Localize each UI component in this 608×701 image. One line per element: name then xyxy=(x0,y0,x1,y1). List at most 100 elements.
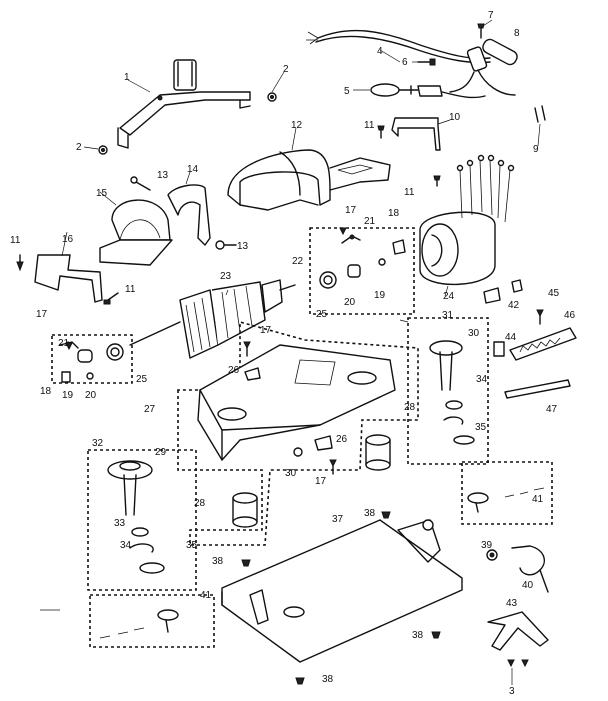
label: 21 xyxy=(364,216,376,227)
part-40-spring-lever xyxy=(511,545,549,593)
part-39-nut xyxy=(486,549,498,561)
label: 10 xyxy=(449,112,461,123)
label: 15 xyxy=(96,188,108,199)
part-41-box-left xyxy=(89,594,215,648)
label: 18 xyxy=(388,208,400,219)
label: 28 xyxy=(404,402,416,413)
part-13-screw-b xyxy=(215,240,237,250)
label: 47 xyxy=(546,404,558,415)
label: 27 xyxy=(144,404,156,415)
label: 33 xyxy=(114,518,126,529)
label: 20 xyxy=(344,297,356,308)
part-3-screws xyxy=(507,659,529,668)
label: 28 xyxy=(194,498,206,509)
part-42-clip xyxy=(483,279,523,304)
part-26-clip xyxy=(244,367,333,451)
label: 25 xyxy=(316,309,328,320)
label: 30 xyxy=(468,328,480,339)
gear-assembly-box-left xyxy=(87,449,197,591)
label: 31 xyxy=(442,310,454,321)
label: 6 xyxy=(402,57,408,68)
label: 2 xyxy=(76,142,82,153)
part-41-box-right xyxy=(461,461,553,525)
label: 8 xyxy=(514,28,520,39)
label: 18 xyxy=(40,386,52,397)
part-11-screw-d xyxy=(103,292,119,305)
part-45-screw xyxy=(536,309,544,325)
label: 17 xyxy=(345,205,357,216)
label: 9 xyxy=(533,144,539,155)
gear-assembly-box-right xyxy=(407,317,489,465)
label: 19 xyxy=(374,290,386,301)
label: 24 xyxy=(443,291,455,302)
label: 30 xyxy=(285,468,297,479)
label: 34 xyxy=(120,540,132,551)
label: 3 xyxy=(509,686,515,697)
label: 11 xyxy=(404,187,415,198)
label: 25 xyxy=(136,374,148,385)
label: 45 xyxy=(548,288,560,299)
label: 23 xyxy=(220,271,232,282)
label: 38 xyxy=(212,556,224,567)
part-1-bracket xyxy=(117,59,251,149)
leader-lines xyxy=(61,19,541,685)
part-8-sleeve xyxy=(482,38,518,66)
part-number-labels: 1 2 2 3 4 5 6 7 8 9 10 11 11 11 11 12 13… xyxy=(10,10,576,697)
part-4-power-cord xyxy=(306,29,516,96)
brush-assembly-box-right xyxy=(309,227,415,315)
label: 21 xyxy=(58,338,70,349)
label: 1 xyxy=(124,72,130,83)
part-12-motor-cover xyxy=(227,149,391,211)
part-5-switch-plug xyxy=(370,83,486,99)
part-14-guard xyxy=(167,184,211,246)
label: 11 xyxy=(10,235,21,246)
label: 13 xyxy=(237,241,249,252)
label: 34 xyxy=(476,374,488,385)
label: 38 xyxy=(364,508,376,519)
label: 11 xyxy=(125,284,136,295)
part-16-bracket xyxy=(34,254,103,303)
part-7-screw xyxy=(477,23,485,39)
label: 29 xyxy=(155,447,167,458)
label: 39 xyxy=(481,540,493,551)
part-28-bushing-right xyxy=(365,434,391,471)
label: 38 xyxy=(322,674,334,685)
part-9-terminals xyxy=(534,105,546,123)
label: 42 xyxy=(508,300,520,311)
label: 16 xyxy=(62,234,74,245)
part-28-bushing-left xyxy=(232,492,258,528)
part-44-block xyxy=(493,341,505,357)
label: 26 xyxy=(336,434,348,445)
label: 22 xyxy=(292,256,304,267)
label: 5 xyxy=(344,86,350,97)
label: 7 xyxy=(488,10,494,21)
part-2-nut-top xyxy=(267,92,277,102)
label: 4 xyxy=(377,46,383,57)
part-15-guard xyxy=(99,199,173,266)
label: 17 xyxy=(36,309,48,320)
label: 17 xyxy=(315,476,327,487)
part-24-field-stator xyxy=(419,154,515,286)
label: 20 xyxy=(85,390,97,401)
part-30-screw xyxy=(293,447,303,457)
part-46-blade xyxy=(509,327,577,361)
part-11-screw-a xyxy=(377,125,385,139)
part-47-rod xyxy=(504,379,571,399)
part-11-screw-c xyxy=(16,254,24,272)
part-11-screw-b xyxy=(433,175,441,187)
label: 12 xyxy=(291,120,303,131)
label: 17 xyxy=(260,325,272,336)
part-10-bracket xyxy=(391,117,441,151)
part-17-screws xyxy=(65,227,347,475)
label: 40 xyxy=(522,580,534,591)
label: 19 xyxy=(62,390,74,401)
part-6-screw xyxy=(417,58,436,66)
label: 14 xyxy=(187,164,199,175)
label: 44 xyxy=(505,332,517,343)
housing-box xyxy=(177,320,419,546)
label: 41 xyxy=(532,494,544,505)
label: 11 xyxy=(364,120,375,131)
part-23-armature xyxy=(129,279,296,359)
label: 2 xyxy=(283,64,289,75)
